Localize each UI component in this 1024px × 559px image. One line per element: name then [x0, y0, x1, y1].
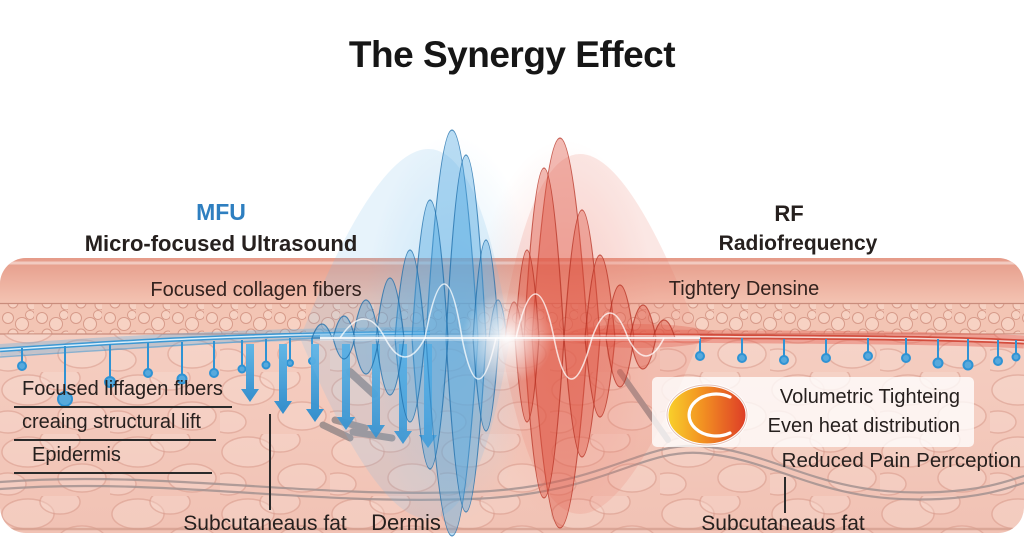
connector-line-right [784, 477, 786, 513]
rf-box-note-1: Volumetric Tighteing [779, 386, 960, 408]
rf-benefits-box: Volumetric Tighteing Even heat distribut… [652, 377, 974, 447]
heat-ellipse-icon [665, 383, 749, 447]
rf-name-label: Radiofrequency [718, 232, 878, 255]
dermis-label: Dermis [371, 510, 441, 535]
convergence-glow [320, 292, 700, 384]
rf-box-note-2: Even heat distribution [767, 415, 960, 437]
subcutaneous-fat-right-label: Subcutaneaus fat [701, 512, 865, 535]
mfu-note-2: creaing structural lift [14, 411, 216, 441]
page-title: The Synergy Effect [348, 34, 676, 75]
subcutaneous-fat-left-label: Subcutaneaus fat [183, 512, 347, 535]
rf-note-below: Reduced Pain Perrception [781, 449, 1021, 472]
rf-wave-burst [473, 137, 700, 529]
mfu-abbr-label: MFU [196, 199, 246, 225]
connector-line-left [269, 414, 271, 510]
collagen-pins-right [695, 338, 1021, 371]
rf-wave-label: Tightery Densine [668, 278, 820, 300]
mfu-note-1: Focused liffagen fibers [14, 378, 232, 408]
rf-abbr-label: RF [774, 201, 804, 226]
mfu-wave-label: Focused collagen fibers [150, 279, 362, 301]
mfu-name-label: Micro-focused Ultrasound [84, 231, 358, 256]
epidermis-label: Epidermis [14, 444, 212, 474]
